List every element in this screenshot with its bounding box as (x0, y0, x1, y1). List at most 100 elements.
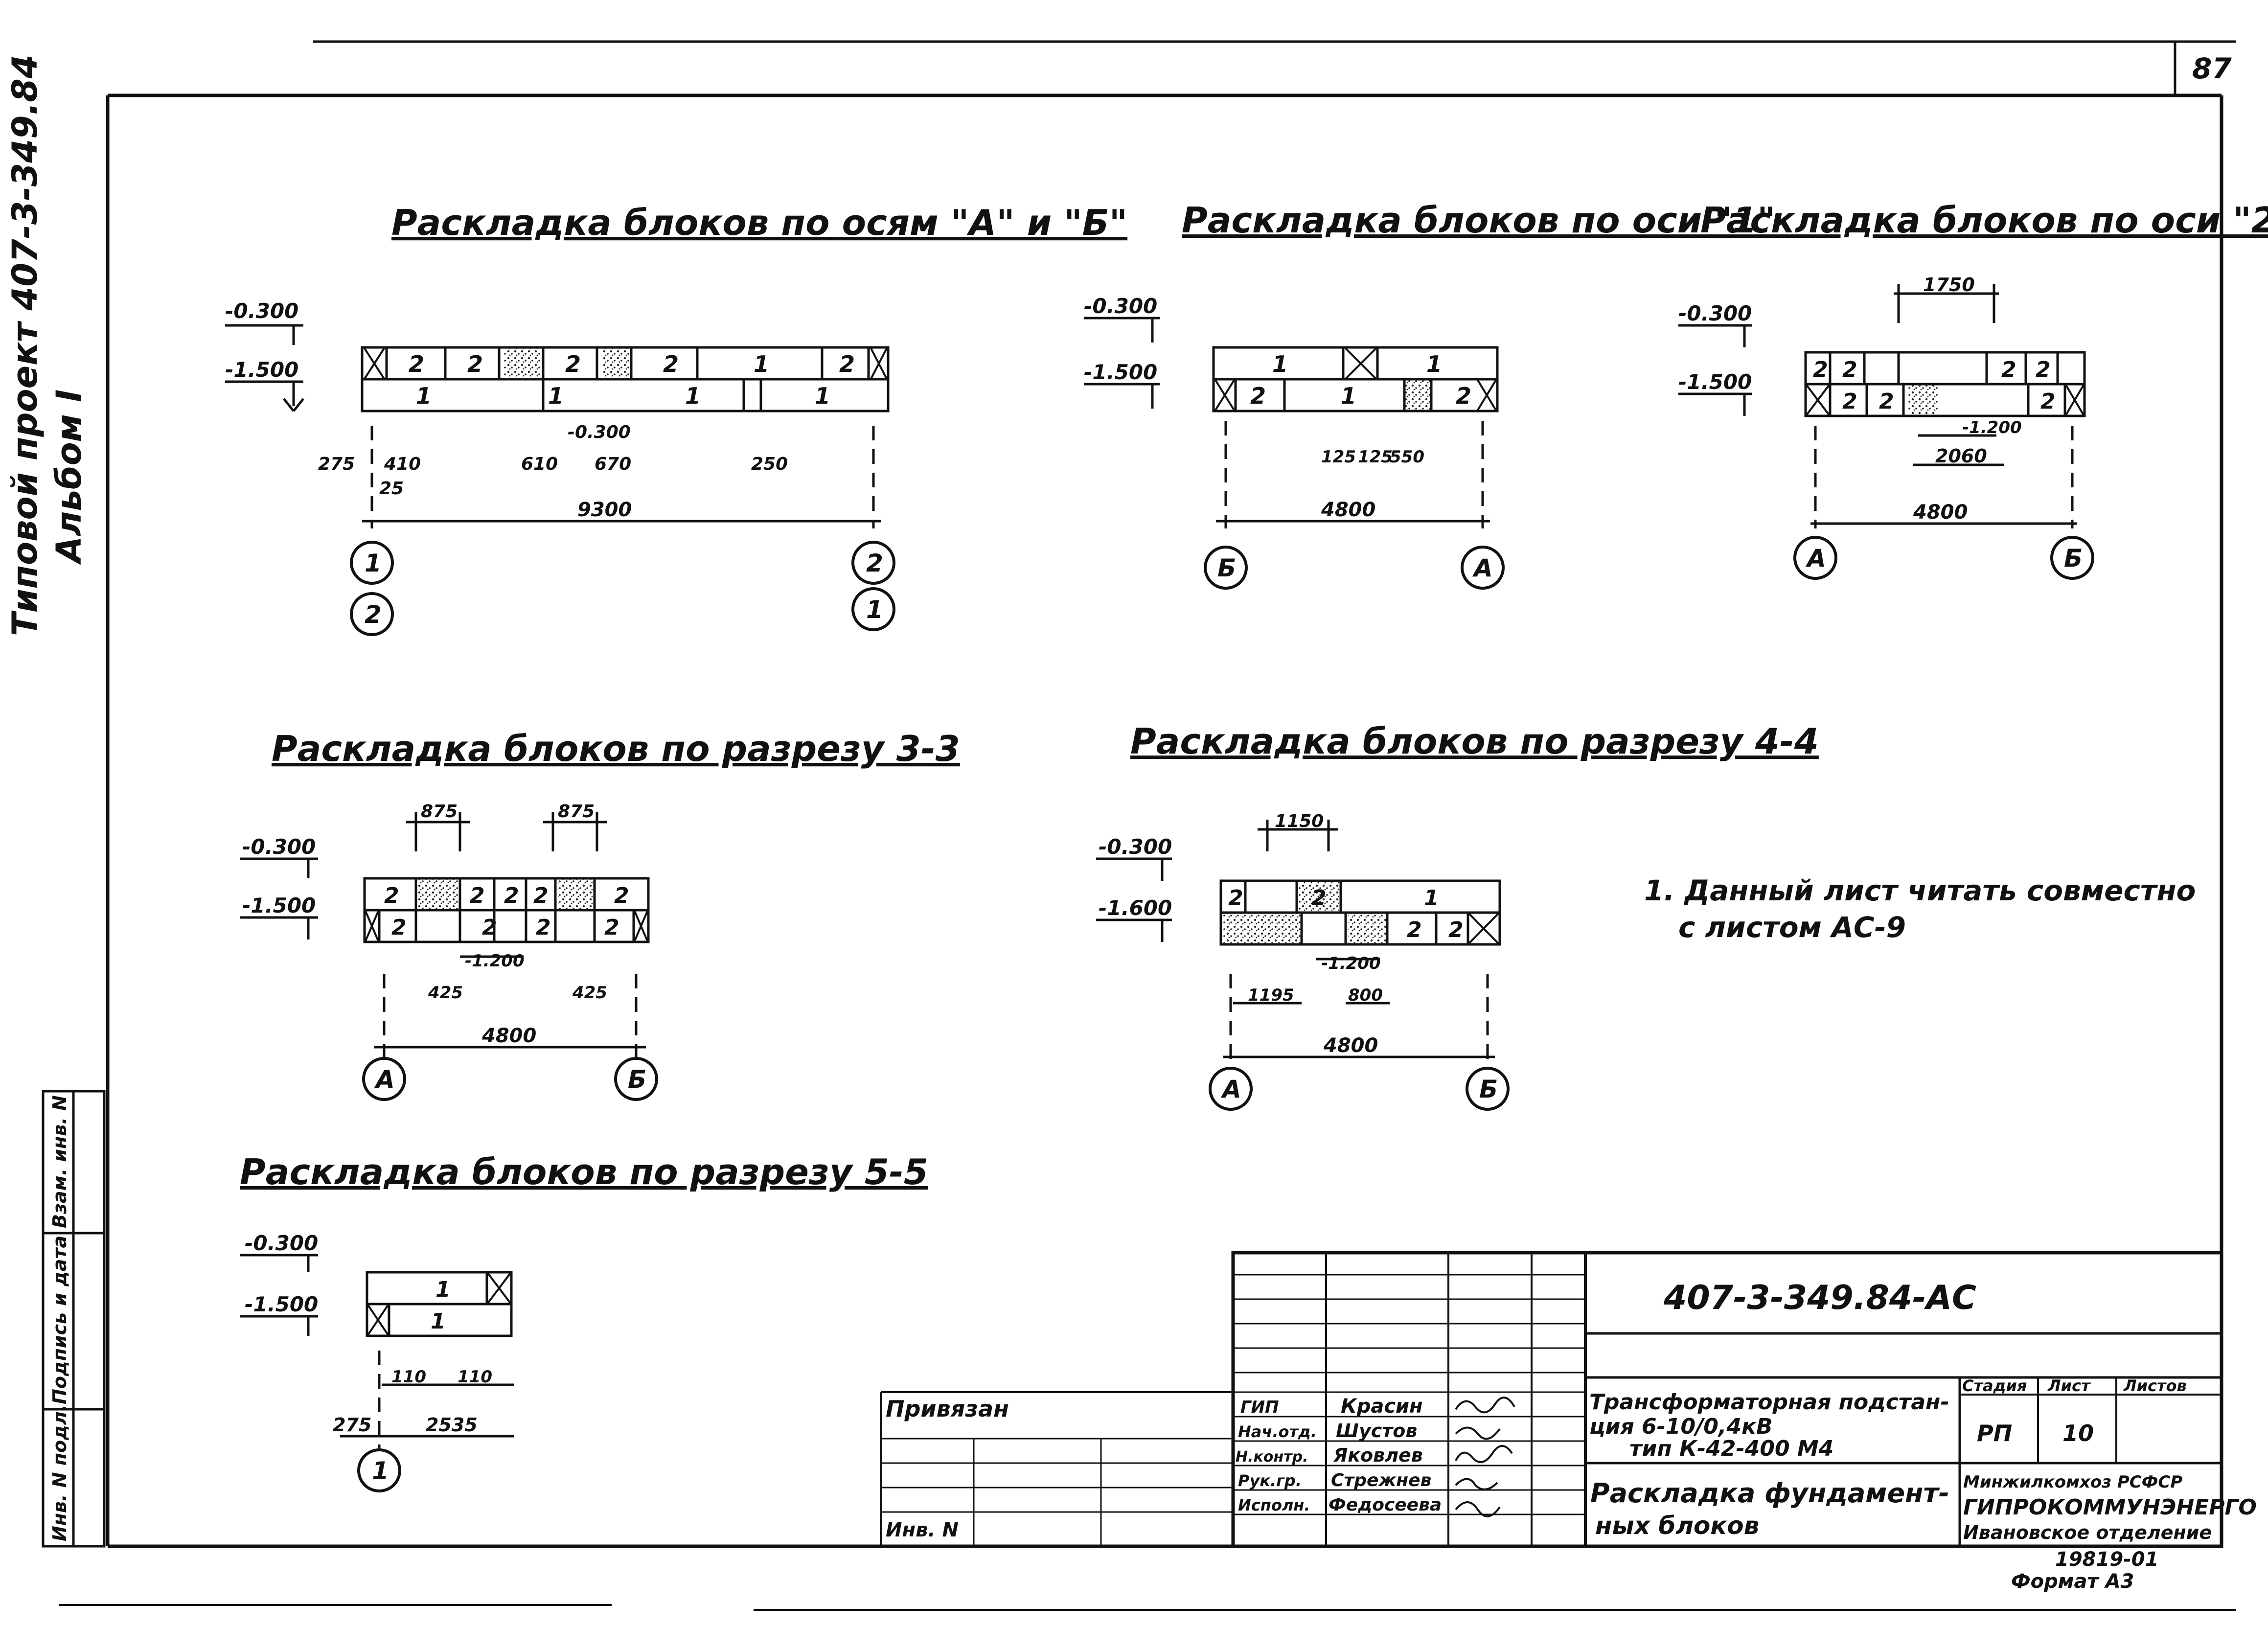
dim-label: 125 (1321, 447, 1356, 467)
block-mark: 2 (536, 915, 551, 940)
block-mark: 2 (2040, 389, 2056, 414)
block-mark: 2 (1879, 389, 1894, 414)
el-bot: -1.500 (245, 1292, 318, 1316)
dim-label: -1.200 (1962, 418, 2022, 437)
view-section-5-5: Раскладка блоков по разрезу 5-5 -0.300 -… (240, 1151, 928, 1492)
role-label: ГИП (1240, 1398, 1279, 1417)
view-axis-1: Раскладка блоков по оси "1" -0.300 -1.50… (1084, 200, 1775, 590)
dim-top: 875 (558, 802, 595, 822)
signer-name: Шустов (1336, 1420, 1417, 1442)
organization: ГИПРОКОММУНЭНЕРГО (1963, 1495, 2257, 1520)
dim-label: 425 (572, 983, 607, 1003)
block-mark: 2 (391, 915, 407, 940)
dim-label: 410 (384, 454, 421, 474)
dim-label: -1.200 (465, 951, 525, 971)
list-value: 10 (2062, 1420, 2094, 1446)
document-number: 19819-01 (2055, 1548, 2158, 1571)
block-mark: 2 (604, 915, 619, 940)
block-mark: 2 (839, 351, 855, 377)
view-section-4-4: Раскладка блоков по разрезу 4-4 1150 -0.… (1096, 721, 1819, 1111)
list-header: Лист (2047, 1376, 2091, 1395)
axis-marker: 2 (866, 549, 883, 577)
axis-marker: А (1220, 1075, 1241, 1103)
total-dim: 4800 (1323, 1034, 1378, 1057)
dim-label: 800 (1348, 985, 1383, 1005)
inv-label: Инв. N (886, 1519, 959, 1541)
signer-name: Федосеева (1329, 1495, 1442, 1515)
view-title: Раскладка блоков по осям "А" и "Б" (391, 202, 1127, 243)
block-mark: 1 (435, 1277, 451, 1302)
view-title: Раскладка блоков по оси "2" (1700, 200, 2268, 241)
view-title: Раскладка блоков по оси "1" (1182, 200, 1775, 241)
block-mark: 1 (431, 1309, 446, 1334)
axis-marker: 1 (365, 549, 382, 577)
note-line-1: 1. Данный лист читать совместно (1644, 874, 2196, 907)
block-mark: 2 (409, 351, 424, 377)
view-axes-ab: Раскладка блоков по осям "А" и "Б" -0.30… (225, 202, 1127, 636)
block-mark: 1 (416, 383, 432, 409)
stage-value: РП (1977, 1420, 2012, 1446)
role-label: Н.контр. (1236, 1448, 1308, 1466)
axis-marker: А (1805, 544, 1826, 573)
block-mark: 2 (467, 351, 483, 377)
view-title: Раскладка блоков по разрезу 5-5 (240, 1151, 928, 1192)
el-top: -0.300 (1099, 835, 1172, 859)
el-bot: -1.600 (1099, 896, 1172, 920)
listov-header: Листов (2123, 1376, 2187, 1395)
block-mark: 2 (663, 351, 679, 377)
project-name: тип К-42-400 М4 (1629, 1436, 1833, 1461)
axis-marker: Б (1217, 554, 1236, 582)
sheet-name: Раскладка фундамент- (1590, 1478, 1949, 1509)
dim-label: 125 (1358, 447, 1393, 467)
organization: Ивановское отделение (1963, 1522, 2212, 1543)
axis-marker: А (1472, 554, 1493, 582)
sheet-number: 87 (2192, 52, 2232, 85)
role-label: Исполн. (1238, 1496, 1310, 1514)
total-dim: 4800 (1913, 501, 1968, 524)
block-mark: 1 (1341, 383, 1356, 409)
view-section-3-3: Раскладка блоков по разрезу 3-3 875 875 (240, 728, 960, 1101)
side-stamp-project: Типовой проект 407-3-349.84 (5, 54, 45, 636)
dim-top: 1150 (1275, 811, 1324, 831)
title-block (880, 1251, 2223, 1548)
total-dim: 4800 (481, 1025, 536, 1047)
side-stamp: Типовой проект 407-3-349.84 Альбом I (5, 54, 89, 636)
axis-marker: А (374, 1065, 395, 1094)
dim-label: 25 (379, 479, 404, 499)
block-mark: 2 (1813, 357, 1828, 382)
stamp-vzam-inv: Взам. инв. N (49, 1095, 70, 1228)
block-mark: 2 (1448, 917, 1464, 942)
block-mark: 2 (504, 883, 519, 908)
axis-marker: Б (628, 1065, 646, 1094)
stage-header: Стадия (1962, 1376, 2027, 1395)
role-label: Рук.гр. (1238, 1471, 1302, 1490)
left-approval-stamp (42, 1090, 106, 1548)
note-line-2: с листом АС-9 (1678, 911, 1906, 944)
dim-top: 1750 (1923, 274, 1975, 296)
block-mark: 1 (548, 383, 564, 409)
el-top: -0.300 (225, 299, 298, 323)
privyazan-label: Привязан (886, 1396, 1009, 1422)
view-axis-2: Раскладка блоков по оси "2" 1750 -0.300 … (1678, 200, 2268, 580)
el-bot: -1.500 (1084, 360, 1157, 384)
signatures (1455, 1397, 1515, 1517)
signer-name: Яковлев (1333, 1444, 1423, 1466)
block-mark: 2 (533, 883, 549, 908)
dim-label: 1195 (1248, 985, 1294, 1005)
el-bot: -1.500 (225, 358, 298, 382)
block-mark: 1 (754, 351, 769, 377)
dim-label: 250 (751, 454, 788, 474)
dim-label: 425 (428, 983, 463, 1003)
dim-label: 610 (521, 454, 558, 474)
el-bot: -1.500 (242, 894, 316, 917)
document-code: 407-3-349.84-АС (1663, 1279, 1976, 1317)
dim-label: 2535 (426, 1414, 478, 1436)
dim-label: 110 (391, 1367, 426, 1387)
block-mark: 1 (1424, 886, 1439, 911)
stamp-inv-podl: Инв. N подл. (49, 1404, 70, 1541)
block-mark: 2 (1407, 917, 1422, 942)
axis-marker: 2 (365, 600, 382, 629)
block-mark: 1 (815, 383, 830, 409)
block-mark: 2 (1842, 357, 1857, 382)
